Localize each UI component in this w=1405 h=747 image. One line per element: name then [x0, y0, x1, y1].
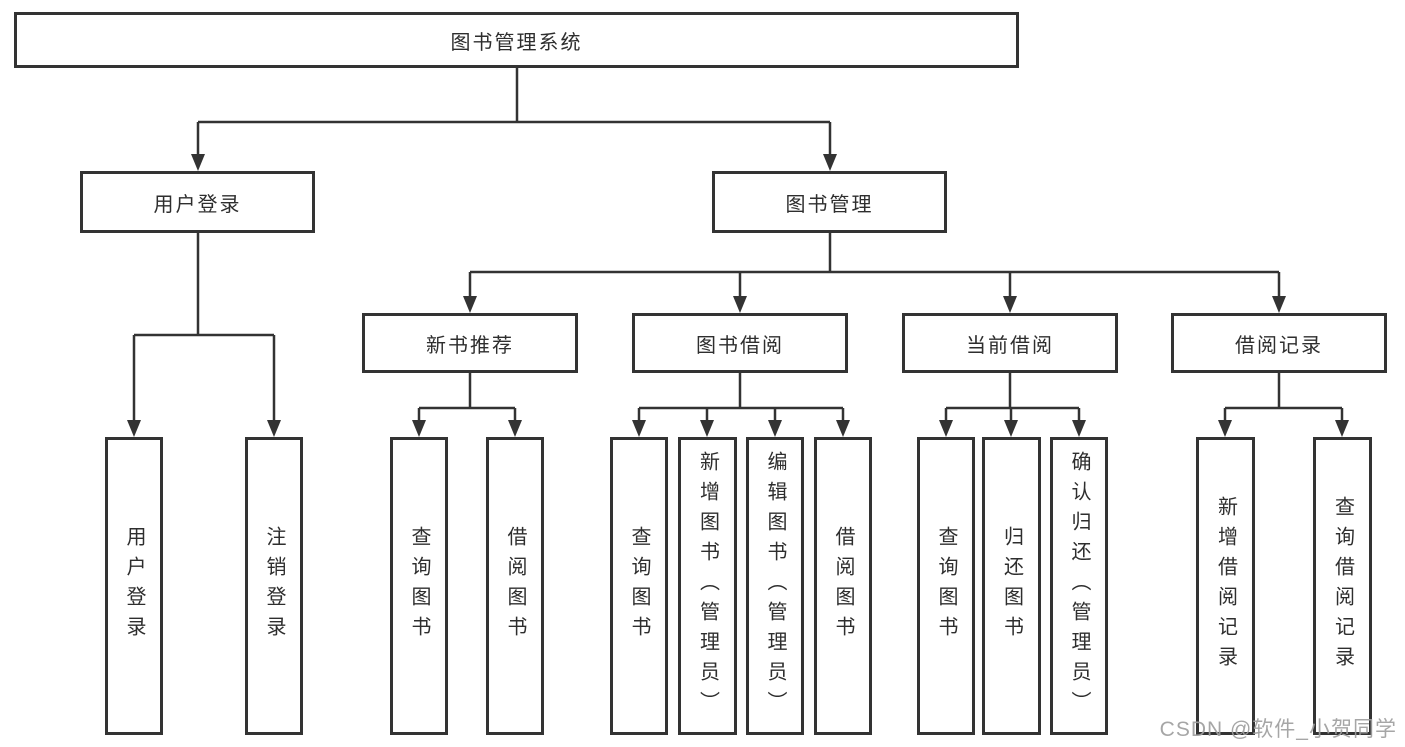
node-leaf-confirm-return-admin: 确认归还（管理员）	[1050, 437, 1108, 735]
node-leaf-label: 借阅图书	[832, 526, 854, 646]
node-leaf-add-borrow-record: 新增借阅记录	[1196, 437, 1255, 735]
node-leaf-logout: 注销登录	[245, 437, 303, 735]
node-leaf-label: 查询图书	[935, 526, 957, 646]
node-leaf-label: 查询借阅记录	[1331, 496, 1354, 676]
node-borrow-record-label: 借阅记录	[1235, 334, 1323, 357]
node-leaf-user-login: 用户登录	[105, 437, 163, 735]
node-leaf-label: 注销登录	[263, 526, 285, 646]
node-leaf-query-book-current: 查询图书	[917, 437, 975, 735]
node-book-management: 图书管理	[712, 171, 947, 233]
node-leaf-label: 编辑图书（管理员）	[764, 451, 786, 721]
node-leaf-label: 新增借阅记录	[1214, 496, 1237, 676]
node-leaf-add-book-admin: 新增图书（管理员）	[678, 437, 737, 735]
csdn-watermark: CSDN @软件_小贺同学	[1159, 718, 1397, 741]
node-leaf-return-book: 归还图书	[982, 437, 1041, 735]
node-leaf-label: 借阅图书	[504, 526, 526, 646]
node-leaf-label: 查询图书	[408, 526, 430, 646]
node-leaf-query-book-recommend: 查询图书	[390, 437, 448, 735]
node-borrow-record: 借阅记录	[1171, 313, 1387, 373]
node-current-borrow: 当前借阅	[902, 313, 1118, 373]
node-leaf-label: 新增图书（管理员）	[696, 451, 719, 721]
node-new-book-recommend: 新书推荐	[362, 313, 578, 373]
node-leaf-edit-book-admin: 编辑图书（管理员）	[746, 437, 804, 735]
node-book-management-label: 图书管理	[785, 193, 874, 216]
node-leaf-label: 确认归还（管理员）	[1068, 451, 1090, 721]
node-new-book-recommend-label: 新书推荐	[426, 334, 514, 357]
node-leaf-label: 查询图书	[628, 526, 650, 646]
node-leaf-borrow-book-recommend: 借阅图书	[486, 437, 544, 735]
node-leaf-query-borrow-record: 查询借阅记录	[1313, 437, 1372, 735]
node-current-borrow-label: 当前借阅	[966, 334, 1054, 357]
node-root-label: 图书管理系统	[450, 31, 583, 54]
node-user-login-label: 用户登录	[153, 193, 242, 216]
node-leaf-query-book-borrow: 查询图书	[610, 437, 668, 735]
node-root: 图书管理系统	[14, 12, 1019, 68]
node-book-borrow: 图书借阅	[632, 313, 848, 373]
node-book-borrow-label: 图书借阅	[696, 334, 784, 357]
node-leaf-label: 用户登录	[123, 526, 145, 646]
node-leaf-borrow-book: 借阅图书	[814, 437, 872, 735]
node-leaf-label: 归还图书	[1000, 526, 1023, 646]
node-user-login: 用户登录	[80, 171, 315, 233]
